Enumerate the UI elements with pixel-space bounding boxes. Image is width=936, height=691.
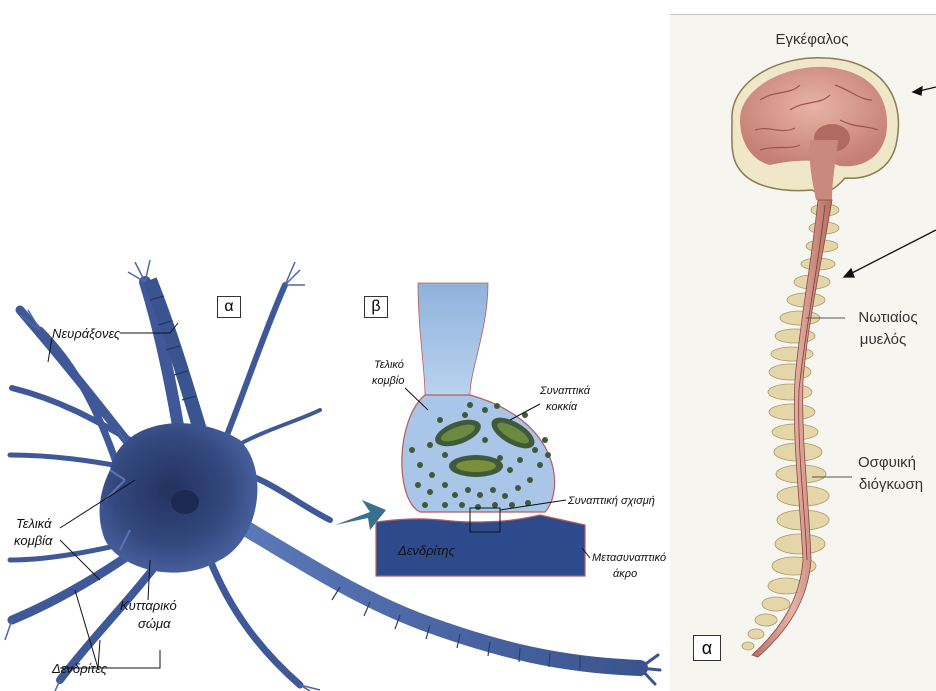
vesicles-label-line2: κοκκία [546,401,578,413]
vesicles-label-line1: Συναπτικά [539,385,591,397]
axons-label: Νευράξονες [52,326,121,341]
synapse-illustration [335,283,585,576]
brain-label: Εγκέφαλος [776,31,849,48]
spinal-cord-label-line1: Νωτιαίος [858,309,917,326]
terminals-label-line2: κομβία [14,533,53,548]
terminal-label-line1: Τελικό [374,359,404,371]
cns-panel-label: α [693,635,721,661]
neuron-illustration [5,260,660,691]
synapse-panel-label: β [364,296,388,318]
dendrite-label: Δενδρίτης [397,543,456,558]
terminals-label-line1: Τελικά [16,516,52,531]
cleft-label: Συναπτική σχισμή [567,495,655,507]
terminal-label-line2: κομβίο [372,375,404,387]
postsynaptic-label-line1: Μετασυναπτικό [592,552,666,564]
cell-body-label-line1: Κυτταρικό [120,598,177,613]
spinal-cord-label-line2: μυελός [860,331,906,348]
neuron-panel-label: α [217,296,241,318]
lumbar-label-line2: διόγκωση [859,476,923,493]
cell-body-label-line2: σώμα [138,616,171,631]
postsynaptic-label-line2: άκρο [613,568,637,580]
lumbar-label-line1: Οσφυική [858,454,916,471]
